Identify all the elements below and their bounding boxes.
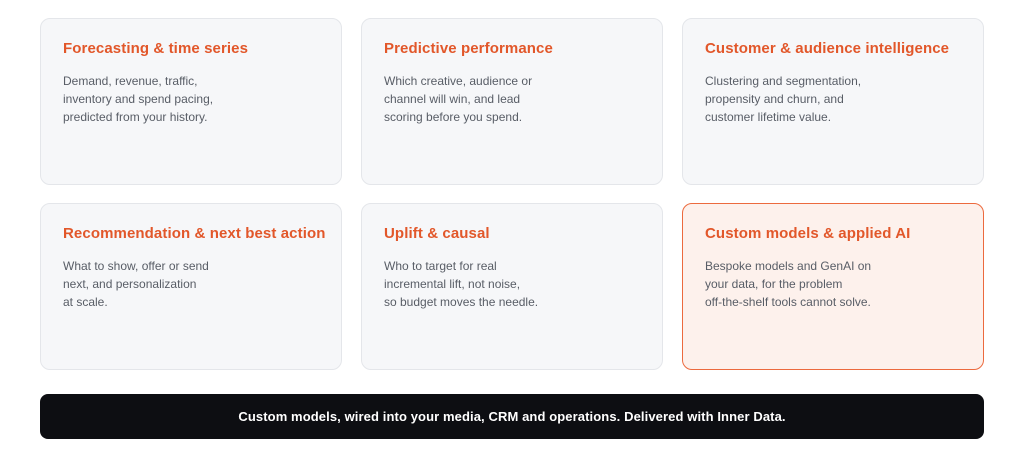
summary-banner: Custom models, wired into your media, CR… (40, 394, 984, 439)
card-description-line: Clustering and segmentation, (705, 74, 862, 88)
card-title: Forecasting & time series (63, 40, 249, 57)
card-title: Recommendation & next best action (63, 225, 326, 242)
card-description-line: inventory and spend pacing, (63, 92, 214, 106)
card-description-line: scoring before you spend. (384, 110, 523, 124)
card-recommendation: Recommendation & next best action What t… (40, 203, 342, 370)
card-description: What to show, offer or send next, and pe… (63, 257, 319, 311)
card-description: Who to target for real incremental lift,… (384, 257, 640, 311)
card-title: Predictive performance (384, 40, 553, 57)
card-description-line: Demand, revenue, traffic, (63, 74, 198, 88)
card-description-line: next, and personalization (63, 277, 197, 291)
card-description-line: so budget moves the needle. (384, 295, 539, 309)
card-description-line: at scale. (63, 295, 108, 309)
card-title: Uplift & causal (384, 225, 490, 242)
card-predictive-performance: Predictive performance Which creative, a… (361, 18, 663, 185)
card-description-line: predicted from your history. (63, 110, 208, 124)
card-description-line: Which creative, audience or (384, 74, 533, 88)
card-description-line: off-the-shelf tools cannot solve. (705, 295, 871, 309)
card-description-line: customer lifetime value. (705, 110, 832, 124)
card-description-line: Bespoke models and GenAI on (705, 259, 872, 273)
card-forecasting: Forecasting & time series Demand, revenu… (40, 18, 342, 185)
card-description: Which creative, audience or channel will… (384, 72, 640, 126)
card-description: Clustering and segmentation, propensity … (705, 72, 961, 126)
card-description-line: channel will win, and lead (384, 92, 521, 106)
card-description-line: your data, for the problem (705, 277, 843, 291)
card-description-line: What to show, offer or send (63, 259, 209, 273)
card-custom-models: Custom models & applied AI Bespoke model… (682, 203, 984, 370)
card-description: Bespoke models and GenAI on your data, f… (705, 257, 961, 311)
service-cards-grid: Forecasting & time series Demand, revenu… (40, 18, 984, 370)
card-customer-intelligence: Customer & audience intelligence Cluster… (682, 18, 984, 185)
card-description-line: Who to target for real (384, 259, 497, 273)
card-uplift-causal: Uplift & causal Who to target for real i… (361, 203, 663, 370)
card-description: Demand, revenue, traffic, inventory and … (63, 72, 319, 126)
card-title: Customer & audience intelligence (705, 40, 950, 57)
card-description-line: propensity and churn, and (705, 92, 844, 106)
card-description-line: incremental lift, not noise, (384, 277, 521, 291)
card-title: Custom models & applied AI (705, 225, 911, 242)
summary-banner-text: Custom models, wired into your media, CR… (238, 409, 786, 424)
